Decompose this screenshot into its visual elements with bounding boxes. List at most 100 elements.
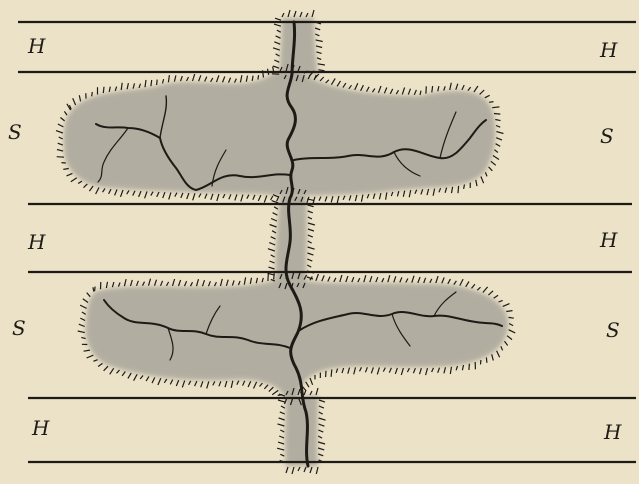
- hachure-tick: [87, 293, 91, 297]
- hachure-tick: [294, 11, 296, 17]
- hachure-tick: [355, 195, 357, 201]
- shaded-stem-top: [280, 18, 318, 74]
- hachure-tick: [278, 400, 285, 402]
- hachure-tick: [370, 276, 372, 282]
- hachure-tick: [211, 78, 213, 82]
- hachure-tick: [481, 177, 484, 184]
- hachure-tick: [272, 390, 278, 394]
- hachure-tick: [240, 75, 242, 82]
- hachure-tick: [383, 368, 385, 372]
- hachure-tick: [340, 275, 342, 282]
- hachure-tick: [456, 84, 458, 90]
- hachure-tick: [317, 58, 321, 60]
- hachure-tick: [406, 279, 408, 283]
- hachure-tick: [256, 278, 257, 283]
- hachure-tick: [325, 197, 327, 202]
- hachure-tick: [64, 111, 67, 115]
- label-band1-left: H: [28, 36, 45, 56]
- hachure-tick: [225, 381, 227, 387]
- hachure-tick: [421, 189, 423, 194]
- hachure-tick: [316, 274, 319, 281]
- hachure-tick: [83, 299, 88, 303]
- hachure-tick: [494, 150, 498, 153]
- hachure-tick: [320, 77, 324, 81]
- hachure-tick: [420, 368, 422, 374]
- hachure-tick: [280, 412, 285, 414]
- hachure-tick: [115, 190, 117, 196]
- hachure-tick: [450, 367, 451, 374]
- hachure-tick: [258, 195, 261, 201]
- hachure-tick: [315, 28, 320, 30]
- hachure-tick: [59, 137, 63, 139]
- hachure-tick: [424, 278, 426, 283]
- hachure-tick: [121, 83, 122, 90]
- hachure-tick: [364, 275, 366, 282]
- hachure-tick: [412, 276, 414, 283]
- hachure-tick: [145, 191, 147, 198]
- hachure-tick: [349, 195, 351, 200]
- hachure-tick: [181, 193, 183, 198]
- hachure-tick: [213, 381, 215, 385]
- hachure-tick: [274, 273, 275, 279]
- hachure-tick: [109, 87, 110, 92]
- hachure-tick: [509, 330, 516, 333]
- hachure-tick: [278, 424, 285, 426]
- hachure-tick: [384, 88, 386, 94]
- hachure-tick: [145, 80, 146, 87]
- hachure-tick: [494, 295, 499, 298]
- hachure-tick: [407, 368, 409, 372]
- hachure-tick: [450, 83, 452, 90]
- hachure-tick: [246, 76, 247, 82]
- hachure-tick: [308, 217, 312, 219]
- hachure-tick: [438, 86, 439, 91]
- hachure-tick: [342, 368, 344, 373]
- hachure-tick: [193, 74, 195, 81]
- hachure-tick: [361, 85, 364, 91]
- hachure-tick: [331, 79, 335, 85]
- hachure-tick: [444, 86, 446, 90]
- hachure-tick: [396, 90, 398, 94]
- hachure-tick: [247, 195, 249, 199]
- hachure-tick: [143, 282, 145, 286]
- hachure-tick: [378, 86, 381, 93]
- hachure-tick: [306, 382, 309, 387]
- hachure-tick: [258, 75, 259, 79]
- label-zone1-right: S: [600, 126, 614, 146]
- hachure-tick: [80, 318, 85, 320]
- hachure-tick: [157, 192, 159, 197]
- hachure-tick: [308, 223, 315, 225]
- hachure-tick: [134, 374, 138, 380]
- hachure-tick: [274, 24, 281, 26]
- hachure-tick: [57, 157, 64, 158]
- hachure-tick: [158, 378, 161, 385]
- hachure-tick: [163, 192, 165, 198]
- hachure-tick: [386, 193, 387, 200]
- hachure-tick: [376, 277, 378, 282]
- hachure-tick: [337, 81, 340, 86]
- hachure-tick: [215, 282, 217, 286]
- hachure-tick: [146, 377, 149, 382]
- hachure-tick: [462, 85, 464, 90]
- hachure-tick: [110, 368, 114, 374]
- hachure-tick: [389, 368, 391, 373]
- hachure-tick: [316, 40, 323, 42]
- hachure-tick: [168, 75, 169, 82]
- hachure-tick: [418, 277, 420, 283]
- hachure-tick: [271, 237, 276, 239]
- hachure-tick: [306, 13, 308, 17]
- hachure-tick: [318, 454, 323, 456]
- hachure-tick: [445, 188, 447, 193]
- hachure-tick: [269, 267, 275, 269]
- hachure-tick: [395, 368, 397, 374]
- hachure-tick: [495, 120, 500, 121]
- hachure-tick: [390, 89, 392, 94]
- hachure-tick: [271, 196, 273, 200]
- hachure-tick: [331, 196, 333, 202]
- hachure-tick: [226, 280, 228, 286]
- hachure-tick: [137, 281, 139, 286]
- hachure-tick: [109, 189, 111, 194]
- hachure-tick: [93, 360, 97, 362]
- hachure-tick: [195, 381, 197, 386]
- hachure-tick: [308, 235, 313, 237]
